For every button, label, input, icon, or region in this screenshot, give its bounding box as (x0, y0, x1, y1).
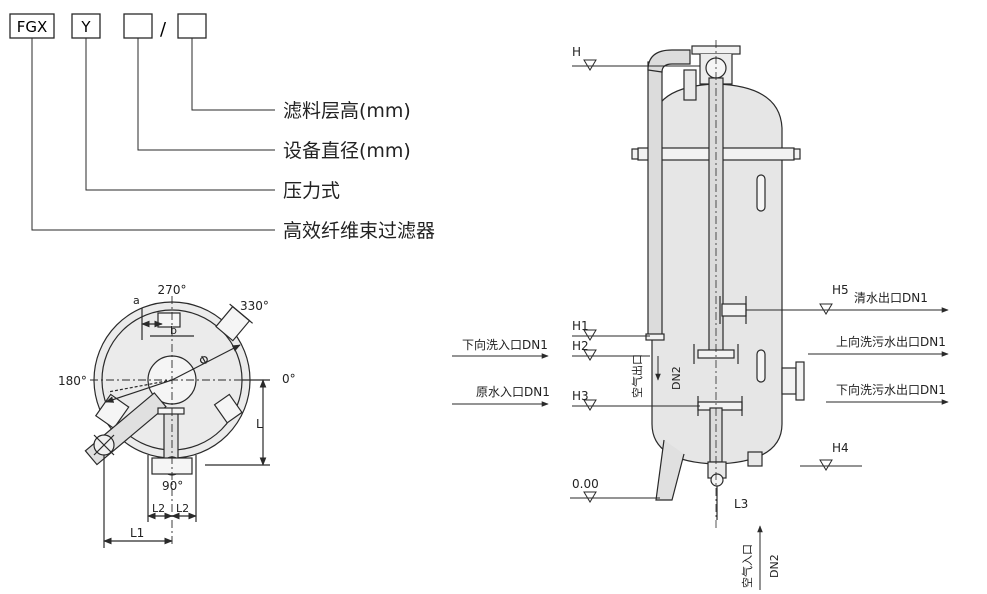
angle-180: 180° (58, 374, 87, 388)
model-box-y-text: Y (80, 18, 91, 36)
label-air-in: 空气入口 (740, 544, 754, 588)
level-h4: H4 (832, 441, 849, 455)
elevation-levels (570, 59, 862, 503)
level-h1: H1 (572, 319, 589, 333)
level-h2: H2 (572, 339, 589, 353)
label-dn2-upper: DN2 (670, 366, 683, 390)
dim-l: L (256, 417, 263, 431)
label-raw-water-in: 原水入口DN1 (476, 385, 550, 399)
angle-90: 90° (162, 479, 183, 493)
dim-l1: L1 (130, 526, 144, 540)
level-zero: 0.00 (572, 477, 599, 491)
label-air-out: 空气出口 (630, 354, 644, 398)
legend-product-name: 高效纤维束过滤器 (283, 220, 435, 242)
legend-diameter: 设备直径(mm) (283, 140, 411, 162)
model-box-height (177, 13, 207, 39)
level-h5: H5 (832, 283, 849, 297)
model-box-fgx-text: FGX (17, 18, 48, 36)
connection-arrows (452, 307, 949, 590)
dim-b: b (170, 324, 177, 337)
angle-0: 0° (282, 372, 296, 386)
angle-330: 330° (240, 299, 269, 313)
dim-a: a (133, 294, 140, 307)
model-box-diameter (123, 13, 153, 39)
label-l3: L3 (734, 497, 748, 511)
connection-labels: 清水出口DN1 上向洗污水出口DN1 下向洗污水出口DN1 下向洗入口DN1 原… (462, 291, 946, 588)
label-dn2-lower: DN2 (768, 554, 781, 578)
level-h3: H3 (572, 389, 589, 403)
dim-l2-right: L2 (176, 502, 189, 515)
level-h: H (572, 45, 581, 59)
model-separator: / (160, 19, 167, 40)
label-downwash-in: 下向洗入口DN1 (462, 337, 548, 352)
elevation-view (631, 40, 805, 530)
legend-pressure: 压力式 (283, 180, 340, 202)
model-code: FGX Y / 滤料层高(mm) 设备直径(mm) 压力式 高效纤维束过滤器 (9, 13, 435, 242)
label-upwash-out: 上向洗污水出口DN1 (836, 334, 946, 349)
dim-l2-left: L2 (152, 502, 165, 515)
label-clean-water-out: 清水出口DN1 (854, 291, 928, 305)
model-leader-lines (31, 38, 275, 231)
plan-labels: 270° 330° 180° 0° 90° a b L L2 L2 L1 Φ (58, 283, 296, 540)
legend-filter-height: 滤料层高(mm) (283, 100, 411, 122)
plan-view (84, 296, 270, 548)
level-labels: H H1 H2 H3 H4 H5 0.00 (572, 45, 849, 491)
angle-270: 270° (158, 283, 187, 297)
label-downwash-out: 下向洗污水出口DN1 (836, 382, 946, 397)
